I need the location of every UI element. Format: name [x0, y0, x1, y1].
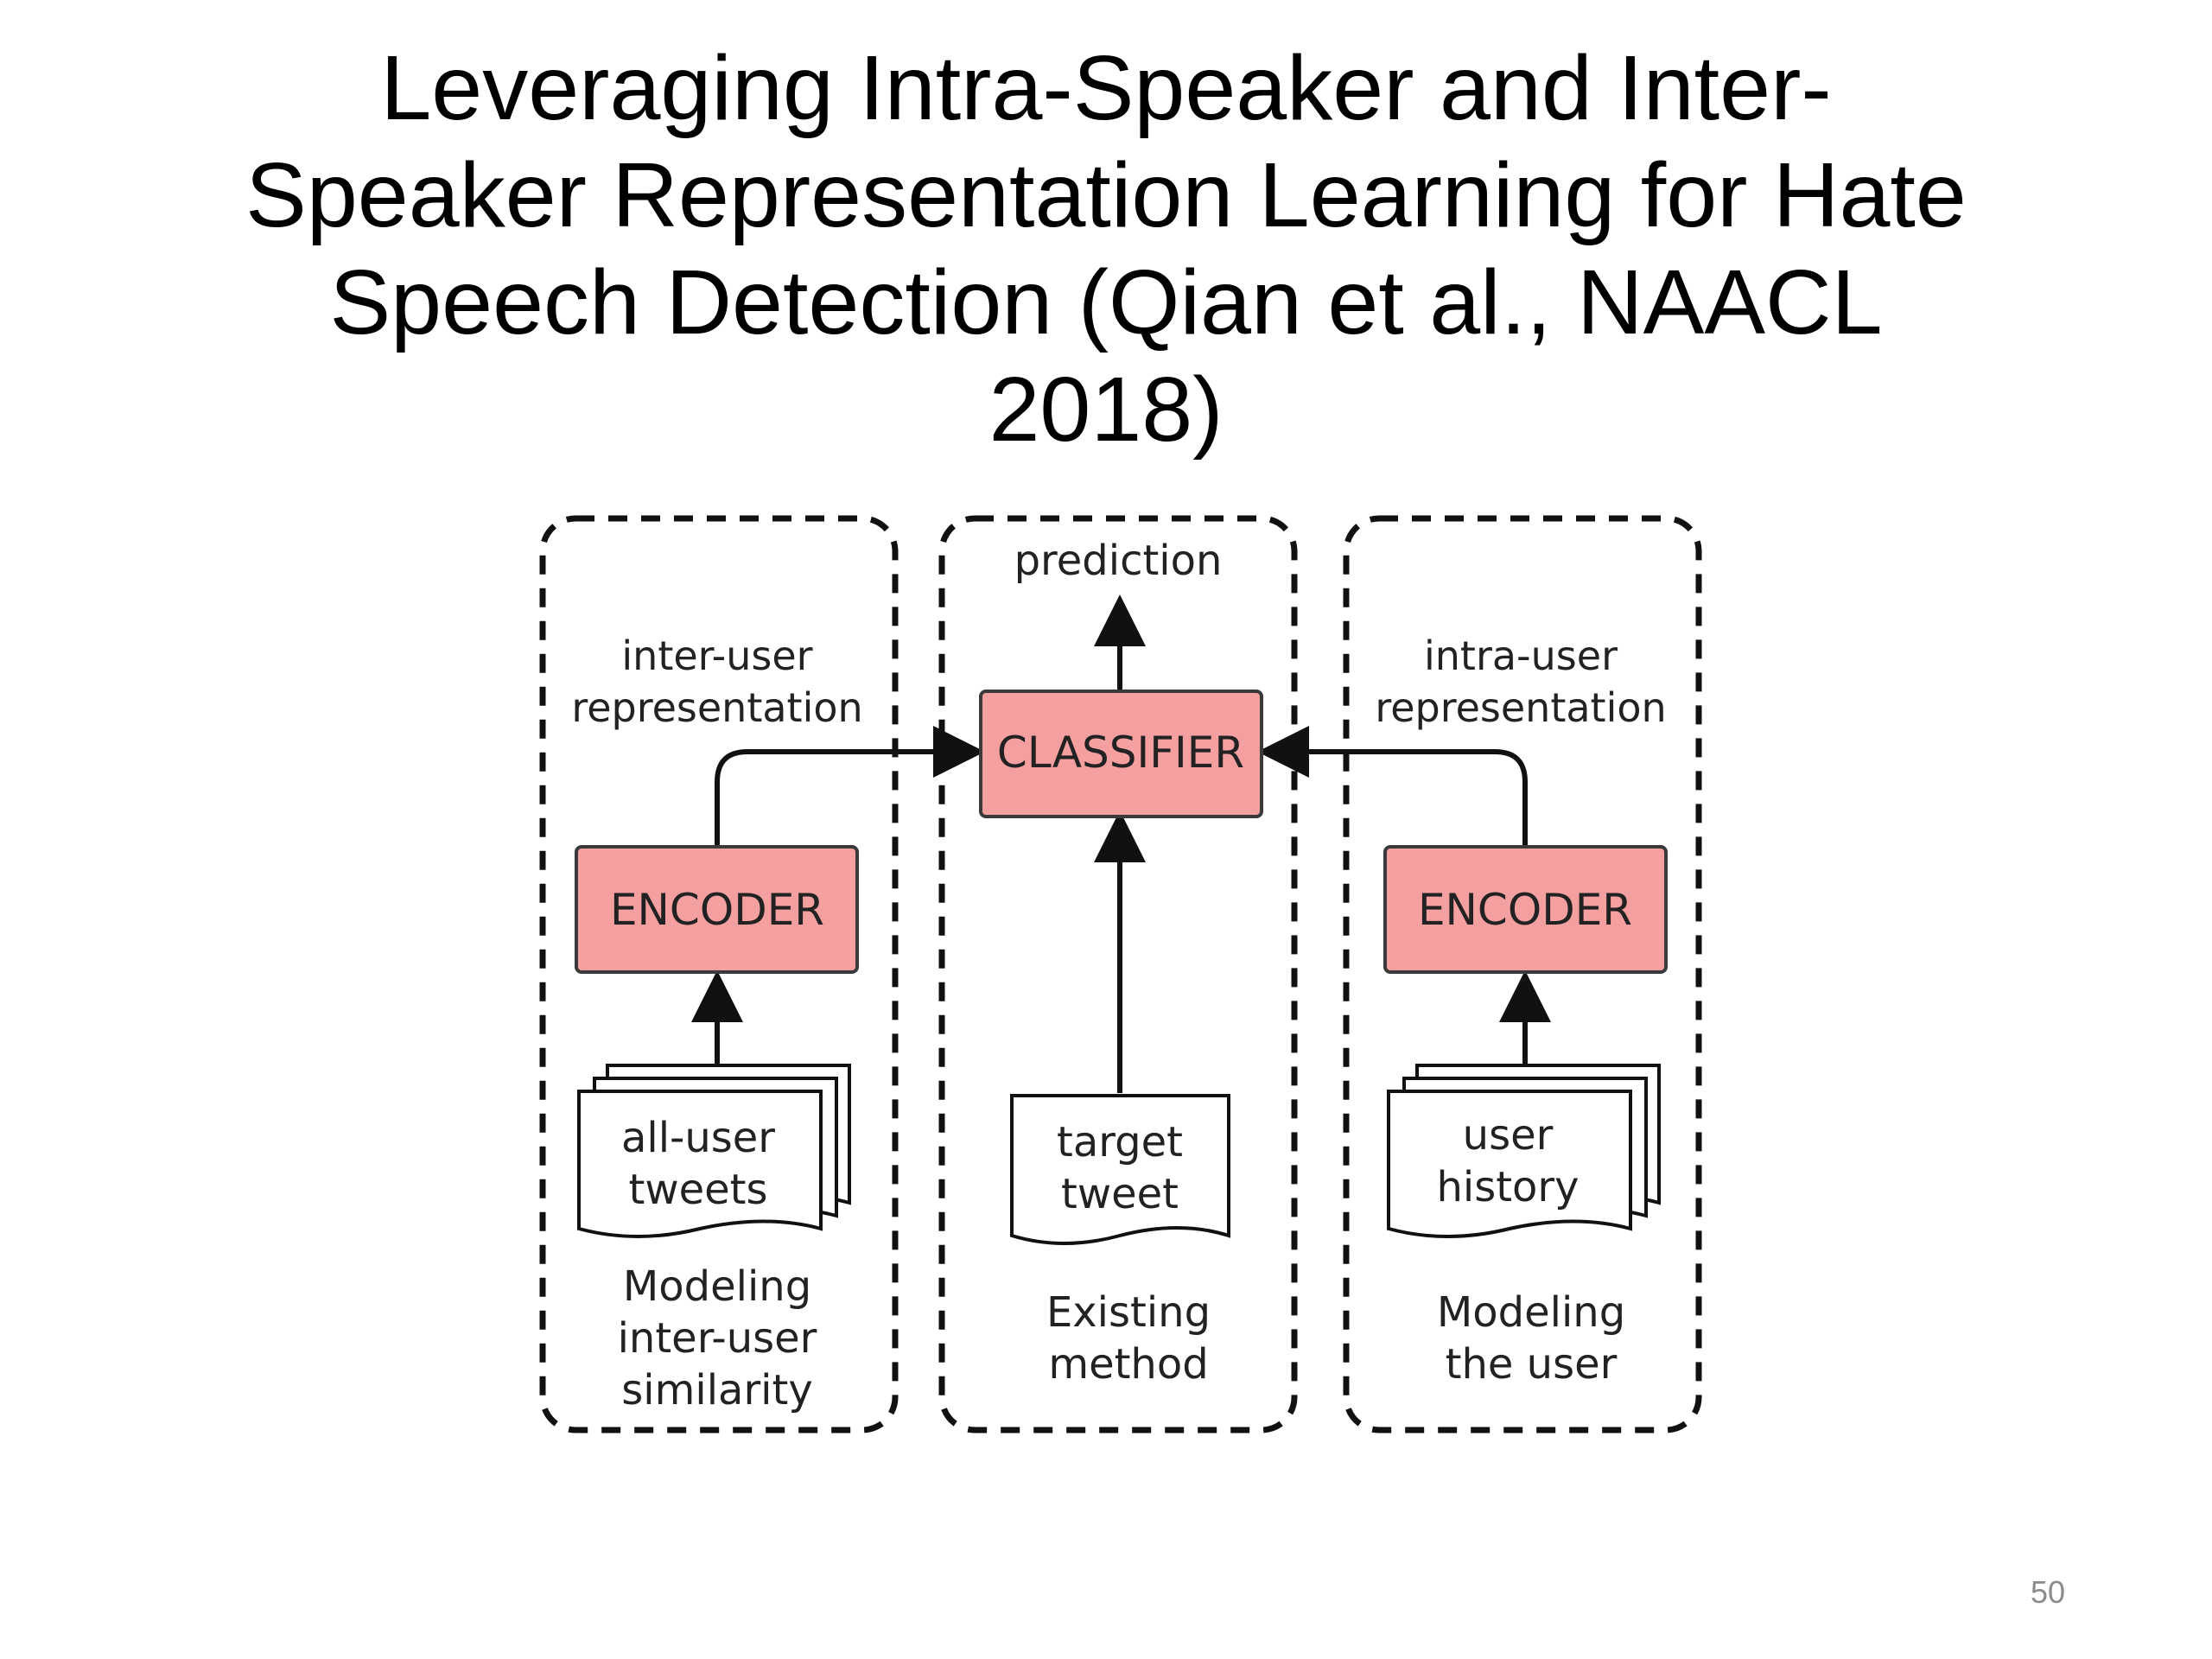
left-encoder-label: ENCODER [610, 885, 824, 935]
prediction-label: prediction [1014, 537, 1223, 585]
right-document-line: history [1436, 1163, 1579, 1211]
slide-title: Leveraging Intra-Speaker and Inter- Spea… [130, 35, 2082, 463]
right-representation-line: intra-user [1424, 632, 1618, 679]
center-document-line: tweet [1061, 1170, 1179, 1218]
center-panel-border [938, 515, 1298, 1433]
left-document-stack [577, 1064, 851, 1238]
right-document-stack [1387, 1064, 1661, 1238]
left-encoder-box [575, 845, 859, 974]
right-caption-line: the user [1446, 1340, 1618, 1389]
classifier-label: CLASSIFIER [997, 728, 1244, 778]
left-document-line: all-user [621, 1114, 775, 1162]
right-encoder-label: ENCODER [1418, 885, 1632, 935]
center-caption-line: Existing [1046, 1288, 1211, 1337]
title-line: Speech Detection (Qian et al., NAACL [329, 251, 1883, 353]
left-representation-line: representation [571, 684, 862, 731]
right-encoder-box [1383, 845, 1668, 974]
title-line: 2018) [988, 359, 1224, 461]
center-document-line: target [1057, 1118, 1183, 1166]
left-encoder-to-classifier-arrow [715, 726, 985, 847]
classifier-box [979, 690, 1263, 818]
title-line: Speaker Representation Learning for Hate [245, 144, 1967, 246]
left-caption-line: inter-user [618, 1314, 817, 1363]
center-caption-line: method [1048, 1340, 1208, 1389]
right-encoder-to-classifier-arrow [1257, 726, 1528, 847]
right-panel-border [1343, 515, 1702, 1433]
right-caption-line: Modeling [1437, 1288, 1625, 1337]
center-document [1010, 1094, 1230, 1245]
left-caption-line: similarity [621, 1366, 812, 1414]
right-document-line: user [1463, 1111, 1554, 1160]
left-representation-line: inter-user [621, 632, 812, 679]
left-caption-line: Modeling [623, 1262, 811, 1311]
page-number: 50 [2030, 1574, 2065, 1610]
left-document-line: tweets [629, 1166, 768, 1214]
right-representation-line: representation [1375, 684, 1666, 731]
title-line: Leveraging Intra-Speaker and Inter- [380, 37, 1832, 139]
left-panel-border [539, 515, 899, 1433]
